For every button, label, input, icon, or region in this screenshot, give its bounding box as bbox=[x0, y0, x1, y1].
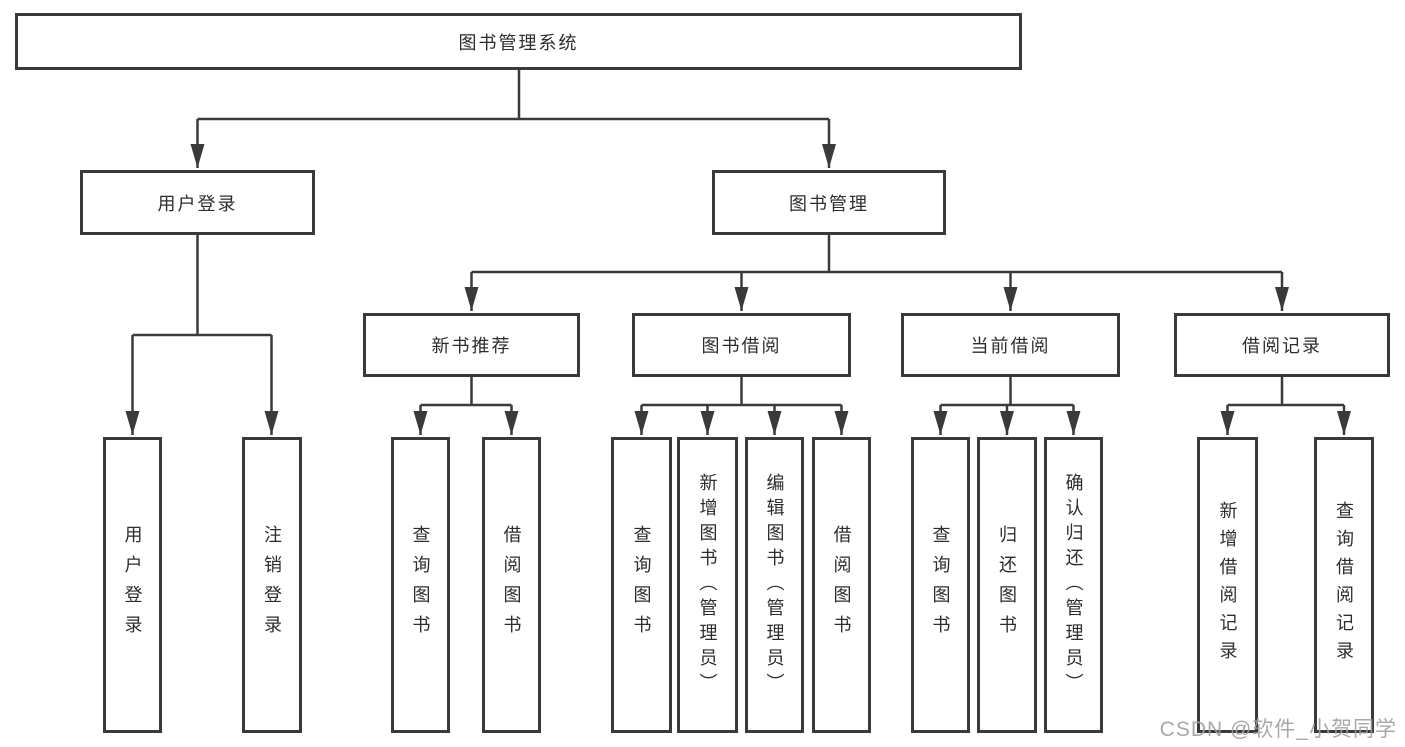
node-user-login: 用户登录 bbox=[80, 170, 315, 235]
node-leaf-cb-query-label: 查询图书 bbox=[930, 525, 951, 645]
connector-book-mgmt-trunk bbox=[471, 235, 1282, 274]
node-leaf-logout-label: 注销登录 bbox=[262, 525, 282, 645]
connector-borrow-records-trunk bbox=[1227, 377, 1344, 407]
node-leaf-cb-return-label: 归还图书 bbox=[997, 525, 1017, 645]
node-book-mgmt-label: 图书管理 bbox=[789, 193, 869, 214]
node-leaf-logout: 注销登录 bbox=[242, 437, 302, 733]
node-leaf-br-query: 查询借阅记录 bbox=[1314, 437, 1374, 733]
connector-current-borrow-trunk bbox=[940, 377, 1074, 407]
node-leaf-bb-edit: 编辑图书（管理员） bbox=[745, 437, 804, 733]
node-leaf-br-add-label: 新增借阅记录 bbox=[1217, 501, 1238, 669]
node-borrow-records: 借阅记录 bbox=[1174, 313, 1390, 377]
node-leaf-cb-return: 归还图书 bbox=[977, 437, 1037, 733]
node-leaf-bb-borrow: 借阅图书 bbox=[812, 437, 871, 733]
node-new-books-label: 新书推荐 bbox=[431, 336, 512, 356]
node-leaf-bb-borrow-label: 借阅图书 bbox=[831, 525, 852, 645]
node-leaf-br-query-label: 查询借阅记录 bbox=[1334, 501, 1354, 669]
node-book-mgmt: 图书管理 bbox=[712, 170, 946, 235]
node-book-borrow-label: 图书借阅 bbox=[701, 336, 782, 356]
node-leaf-nb-query-label: 查询图书 bbox=[410, 525, 431, 645]
node-leaf-cb-confirm: 确认归还（管理员） bbox=[1044, 437, 1103, 733]
node-root: 图书管理系统 bbox=[15, 13, 1022, 70]
node-new-books: 新书推荐 bbox=[363, 313, 580, 377]
node-leaf-nb-query: 查询图书 bbox=[391, 437, 450, 733]
node-leaf-bb-query-label: 查询图书 bbox=[631, 525, 652, 645]
connector-new-books-trunk bbox=[420, 377, 512, 407]
node-leaf-br-add: 新增借阅记录 bbox=[1197, 437, 1258, 733]
connector-root-trunk bbox=[197, 70, 829, 121]
node-root-label: 图书管理系统 bbox=[458, 32, 579, 53]
node-leaf-bb-query: 查询图书 bbox=[611, 437, 672, 733]
csdn-watermark: CSDN @软件_小贺同学 bbox=[1159, 718, 1397, 741]
node-current-borrow-label: 当前借阅 bbox=[970, 336, 1051, 356]
node-leaf-user-login: 用户登录 bbox=[103, 437, 162, 733]
node-current-borrow: 当前借阅 bbox=[901, 313, 1120, 377]
connector-book-borrow-trunk bbox=[641, 377, 842, 407]
node-leaf-bb-add-label: 新增图书（管理员） bbox=[697, 472, 718, 698]
node-leaf-bb-edit-label: 编辑图书（管理员） bbox=[764, 472, 785, 698]
node-leaf-nb-borrow: 借阅图书 bbox=[482, 437, 541, 733]
node-borrow-records-label: 借阅记录 bbox=[1242, 336, 1322, 356]
node-leaf-nb-borrow-label: 借阅图书 bbox=[501, 525, 522, 645]
connector-user-login-trunk bbox=[132, 235, 272, 337]
node-leaf-bb-add: 新增图书（管理员） bbox=[677, 437, 738, 733]
node-leaf-cb-confirm-label: 确认归还（管理员） bbox=[1063, 472, 1084, 698]
node-book-borrow: 图书借阅 bbox=[632, 313, 851, 377]
node-leaf-cb-query: 查询图书 bbox=[911, 437, 970, 733]
node-user-login-label: 用户登录 bbox=[157, 193, 238, 214]
node-leaf-user-login-label: 用户登录 bbox=[122, 525, 143, 645]
